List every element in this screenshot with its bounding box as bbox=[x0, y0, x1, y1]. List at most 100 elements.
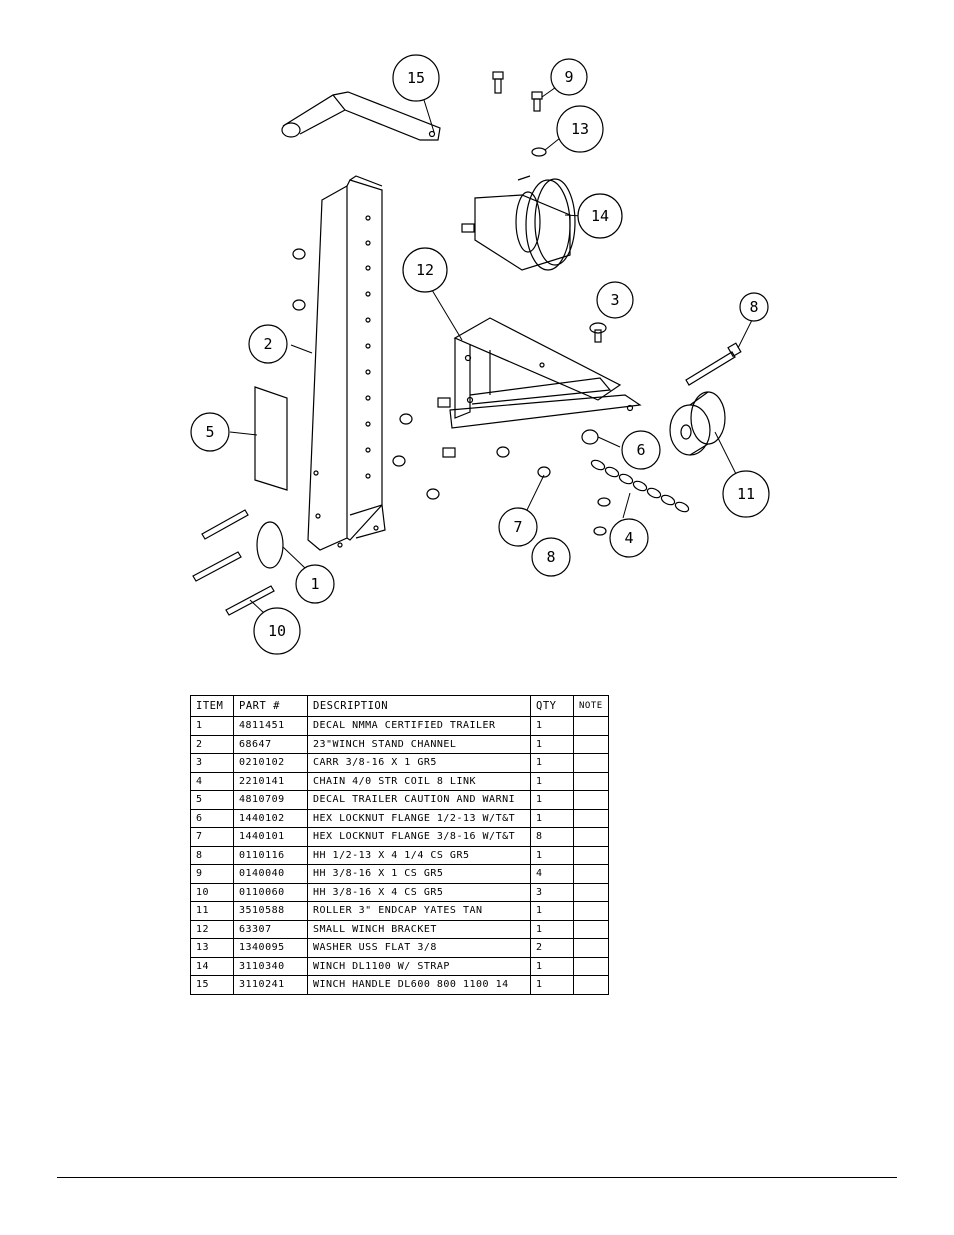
callout-label: 7 bbox=[513, 518, 522, 536]
cell-part-number: 0210102 bbox=[233, 753, 308, 773]
cell-qty: 8 bbox=[530, 827, 574, 847]
callout-label: 12 bbox=[416, 261, 434, 279]
callout-label: 15 bbox=[407, 69, 425, 87]
callout-label: 6 bbox=[636, 441, 645, 459]
callout-label: 3 bbox=[610, 291, 619, 309]
cell-note bbox=[573, 827, 609, 847]
cell-qty: 3 bbox=[530, 882, 574, 902]
cell-qty: 1 bbox=[530, 808, 574, 828]
cell-note bbox=[573, 771, 609, 791]
table-header-row: ITEM PART # DESCRIPTION QTY NOTE bbox=[190, 695, 609, 717]
cell-item: 1 bbox=[190, 716, 234, 736]
locknut-group bbox=[292, 248, 551, 500]
callout-label: 10 bbox=[268, 622, 286, 640]
cell-description: HEX LOCKNUT FLANGE 3/8-16 W/T&T bbox=[307, 827, 531, 847]
hex-locknut-large bbox=[581, 429, 599, 445]
bolt-hh-medium bbox=[437, 397, 456, 458]
cell-item: 5 bbox=[190, 790, 234, 810]
callout-10: 10 bbox=[253, 607, 301, 655]
cell-part-number: 0110060 bbox=[233, 882, 308, 902]
winch-assembly bbox=[461, 175, 576, 271]
callout-6: 6 bbox=[621, 430, 661, 470]
bolt-hh-long bbox=[685, 342, 742, 386]
cell-item: 11 bbox=[190, 901, 234, 921]
chain-coil bbox=[590, 459, 690, 536]
cell-item: 13 bbox=[190, 938, 234, 958]
cell-part-number: 4810709 bbox=[233, 790, 308, 810]
callout-8-top: 8 bbox=[739, 292, 769, 322]
winch-handle bbox=[281, 91, 441, 141]
callout-label: 5 bbox=[205, 423, 214, 441]
cell-note bbox=[573, 845, 609, 865]
cell-note bbox=[573, 882, 609, 902]
cell-item: 9 bbox=[190, 864, 234, 884]
cell-description: DECAL NMMA CERTIFIED TRAILER bbox=[307, 716, 531, 736]
cell-note bbox=[573, 901, 609, 921]
callout-12: 12 bbox=[402, 247, 448, 293]
callout-15: 15 bbox=[392, 54, 440, 102]
cell-note bbox=[573, 938, 609, 958]
cell-description: HEX LOCKNUT FLANGE 1/2-13 W/T&T bbox=[307, 808, 531, 828]
cell-description: CHAIN 4/0 STR COIL 8 LINK bbox=[307, 771, 531, 791]
winch-stand-channel bbox=[307, 175, 386, 551]
callout-13: 13 bbox=[556, 105, 604, 153]
callout-2: 2 bbox=[248, 324, 288, 364]
header-item: ITEM bbox=[190, 695, 234, 717]
footer-rule bbox=[57, 1177, 897, 1178]
carriage-bolt bbox=[589, 322, 607, 343]
callout-8-bottom: 8 bbox=[531, 537, 571, 577]
cell-description: ROLLER 3" ENDCAP YATES TAN bbox=[307, 901, 531, 921]
cell-part-number: 2210141 bbox=[233, 771, 308, 791]
callout-label: 11 bbox=[737, 485, 755, 503]
callout-label: 2 bbox=[263, 335, 272, 353]
cell-item: 7 bbox=[190, 827, 234, 847]
cell-item: 12 bbox=[190, 919, 234, 939]
callout-14: 14 bbox=[577, 193, 623, 239]
callout-9: 9 bbox=[550, 58, 588, 96]
cell-part-number: 3110340 bbox=[233, 956, 308, 976]
callout-label: 14 bbox=[591, 207, 609, 225]
cell-description: WINCH DL1100 W/ STRAP bbox=[307, 956, 531, 976]
cell-description: 23"WINCH STAND CHANNEL bbox=[307, 734, 531, 754]
cell-description: DECAL TRAILER CAUTION AND WARNI bbox=[307, 790, 531, 810]
cell-item: 8 bbox=[190, 845, 234, 865]
exploded-parts-diagram: 15 9 13 14 12 3 8 2 bbox=[190, 54, 770, 655]
callout-label: 8 bbox=[546, 548, 555, 566]
cell-qty: 1 bbox=[530, 975, 574, 995]
header-description: DESCRIPTION bbox=[307, 695, 531, 717]
cell-qty: 1 bbox=[530, 771, 574, 791]
washer-flat bbox=[531, 147, 547, 157]
cell-description: CARR 3/8-16 X 1 GR5 bbox=[307, 753, 531, 773]
cell-note bbox=[573, 734, 609, 754]
roller-endcap bbox=[669, 391, 726, 456]
small-winch-bracket bbox=[449, 317, 642, 429]
cell-item: 2 bbox=[190, 734, 234, 754]
cell-item: 15 bbox=[190, 975, 234, 995]
header-qty: QTY bbox=[530, 695, 574, 717]
cell-part-number: 1440102 bbox=[233, 808, 308, 828]
header-note: NOTE bbox=[573, 695, 609, 717]
decal-nmma bbox=[256, 521, 284, 569]
cell-description: WINCH HANDLE DL600 800 1100 14 bbox=[307, 975, 531, 995]
cell-qty: 1 bbox=[530, 753, 574, 773]
cell-note bbox=[573, 716, 609, 736]
cell-qty: 1 bbox=[530, 790, 574, 810]
cell-note bbox=[573, 808, 609, 828]
cell-note bbox=[573, 864, 609, 884]
callout-label: 9 bbox=[564, 68, 573, 86]
cell-part-number: 4811451 bbox=[233, 716, 308, 736]
cell-note bbox=[573, 753, 609, 773]
callout-3: 3 bbox=[596, 281, 634, 319]
cell-item: 6 bbox=[190, 808, 234, 828]
cell-description: HH 3/8-16 X 1 CS GR5 bbox=[307, 864, 531, 884]
